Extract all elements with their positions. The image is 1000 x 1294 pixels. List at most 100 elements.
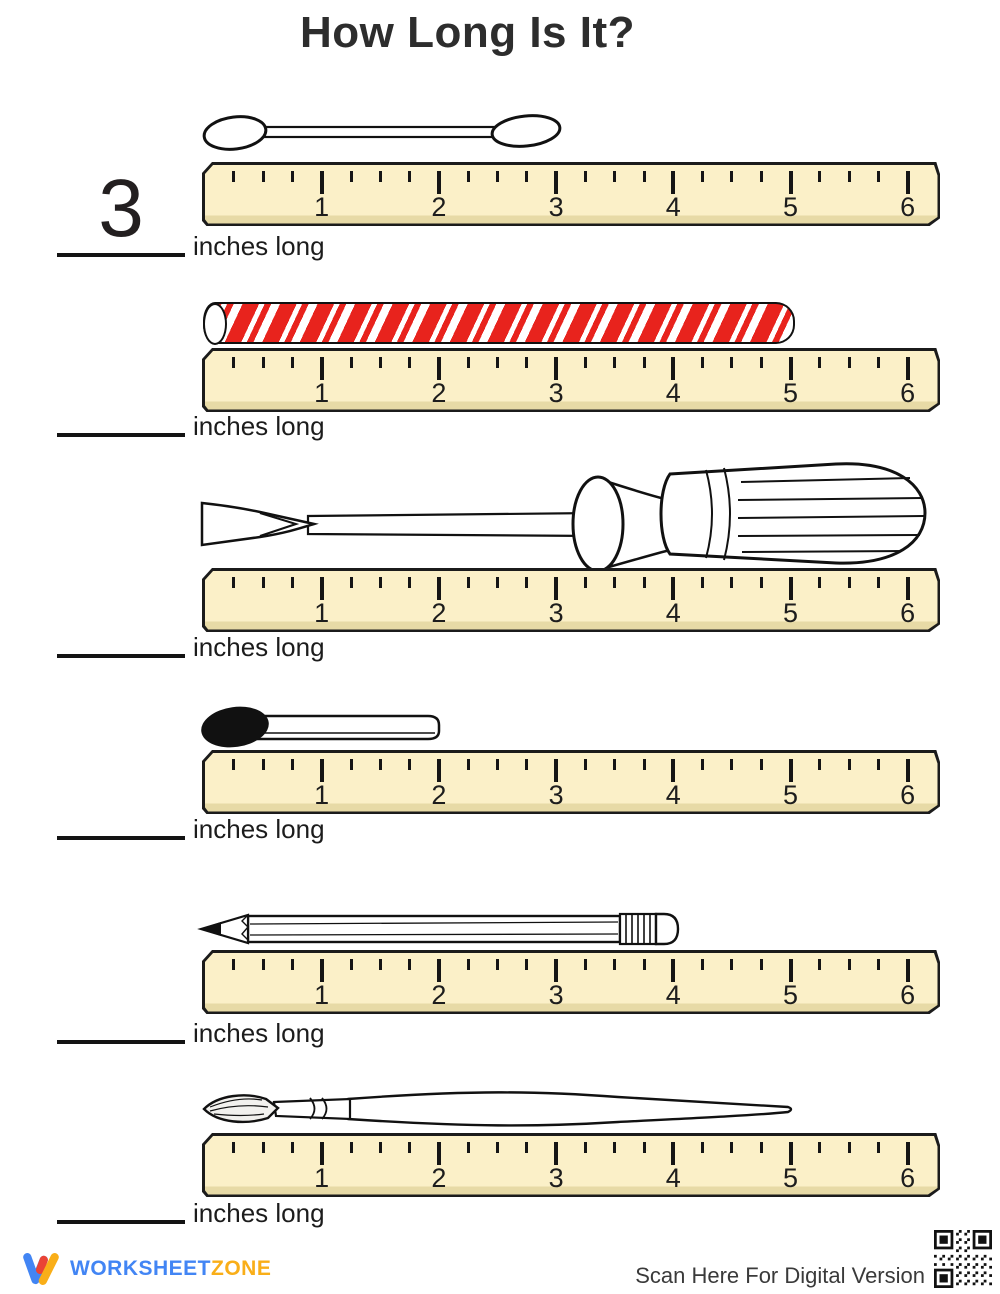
quarter-tick <box>496 1141 499 1153</box>
quarter-tick <box>525 958 529 970</box>
answer-blank[interactable] <box>57 253 185 257</box>
inch-tick <box>788 356 793 380</box>
quarter-tick <box>730 170 734 182</box>
answer-blank[interactable] <box>57 654 185 658</box>
inch-number: 6 <box>900 979 916 1010</box>
quarter-tick <box>818 170 822 182</box>
quarter-tick <box>818 1141 822 1153</box>
inch-tick <box>905 758 910 782</box>
quarter-tick <box>466 170 470 182</box>
inch-tick <box>436 356 441 380</box>
quarter-tick <box>642 758 646 770</box>
inch-number: 6 <box>900 377 916 408</box>
quarter-tick <box>759 576 763 588</box>
inch-number: 1 <box>314 377 330 408</box>
cotton-swab-image <box>202 114 562 151</box>
quarter-tick <box>759 958 763 970</box>
inches-long-label: inches long <box>193 1018 325 1048</box>
quarter-tick <box>701 170 705 182</box>
match-image <box>201 706 441 748</box>
quarter-tick <box>818 758 822 770</box>
quarter-tick <box>349 758 353 770</box>
inch-tick <box>319 576 324 600</box>
quarter-tick <box>730 958 734 970</box>
quarter-tick <box>466 1141 470 1153</box>
quarter-tick <box>349 170 353 182</box>
quarter-tick <box>759 1141 763 1153</box>
inch-number: 5 <box>782 377 799 408</box>
quarter-tick <box>525 758 529 770</box>
quarter-tick <box>378 758 382 770</box>
quarter-tick <box>730 576 734 588</box>
inch-tick <box>671 356 676 380</box>
inch-number: 5 <box>782 779 799 810</box>
quarter-tick <box>525 356 529 368</box>
quarter-tick <box>232 356 236 368</box>
inch-number: 1 <box>314 191 330 222</box>
inch-tick <box>671 170 676 194</box>
screwdriver-image <box>200 462 927 570</box>
inch-number: 6 <box>900 597 916 628</box>
answer-blank[interactable] <box>57 836 185 840</box>
inch-tick <box>671 576 676 600</box>
inch-number: 2 <box>431 979 447 1010</box>
worksheet-zone-logo: WORKSHEETZONE <box>20 1250 271 1288</box>
inch-tick <box>436 576 441 600</box>
quarter-tick <box>496 356 499 368</box>
quarter-tick <box>847 958 851 970</box>
qr-code <box>934 1230 992 1288</box>
inch-number: 2 <box>431 377 447 408</box>
quarter-tick <box>613 758 617 770</box>
inch-tick <box>436 958 441 982</box>
inch-number: 3 <box>548 191 564 222</box>
quarter-tick <box>730 356 734 368</box>
quarter-tick <box>290 1141 294 1153</box>
quarter-tick <box>759 758 763 770</box>
quarter-tick <box>290 170 294 182</box>
quarter-tick <box>613 1141 617 1153</box>
inch-number: 5 <box>782 979 799 1010</box>
quarter-tick <box>349 356 353 368</box>
inch-tick <box>671 758 676 782</box>
quarter-tick <box>876 576 880 588</box>
quarter-tick <box>701 958 705 970</box>
inch-tick <box>319 356 324 380</box>
inch-tick <box>319 1141 324 1165</box>
quarter-tick <box>759 356 763 368</box>
answer-blank[interactable] <box>57 1040 185 1044</box>
quarter-tick <box>642 576 646 588</box>
inch-number: 4 <box>665 779 681 810</box>
inch-number: 3 <box>548 597 564 628</box>
quarter-tick <box>261 1141 265 1153</box>
quarter-tick <box>232 958 236 970</box>
inch-number: 1 <box>314 779 330 810</box>
inch-tick <box>554 170 559 194</box>
inch-tick <box>554 958 559 982</box>
pencil-image <box>197 912 680 946</box>
inch-number: 1 <box>314 1162 330 1193</box>
inch-tick <box>319 958 324 982</box>
inch-tick <box>436 170 441 194</box>
quarter-tick <box>642 170 646 182</box>
answer-blank[interactable] <box>57 433 185 437</box>
inch-number: 1 <box>314 979 330 1010</box>
quarter-tick <box>408 958 412 970</box>
inch-number: 3 <box>548 377 564 408</box>
quarter-tick <box>496 170 499 182</box>
inch-tick <box>671 1141 676 1165</box>
inch-number: 5 <box>782 1162 799 1193</box>
candy-stick-image <box>203 302 795 345</box>
quarter-tick <box>525 170 529 182</box>
inch-tick <box>554 356 559 380</box>
quarter-tick <box>496 576 499 588</box>
quarter-tick <box>290 356 294 368</box>
quarter-tick <box>583 1141 587 1153</box>
inch-tick <box>554 1141 559 1165</box>
answer-blank[interactable] <box>57 1220 185 1224</box>
inch-number: 1 <box>314 597 330 628</box>
quarter-tick <box>349 958 353 970</box>
